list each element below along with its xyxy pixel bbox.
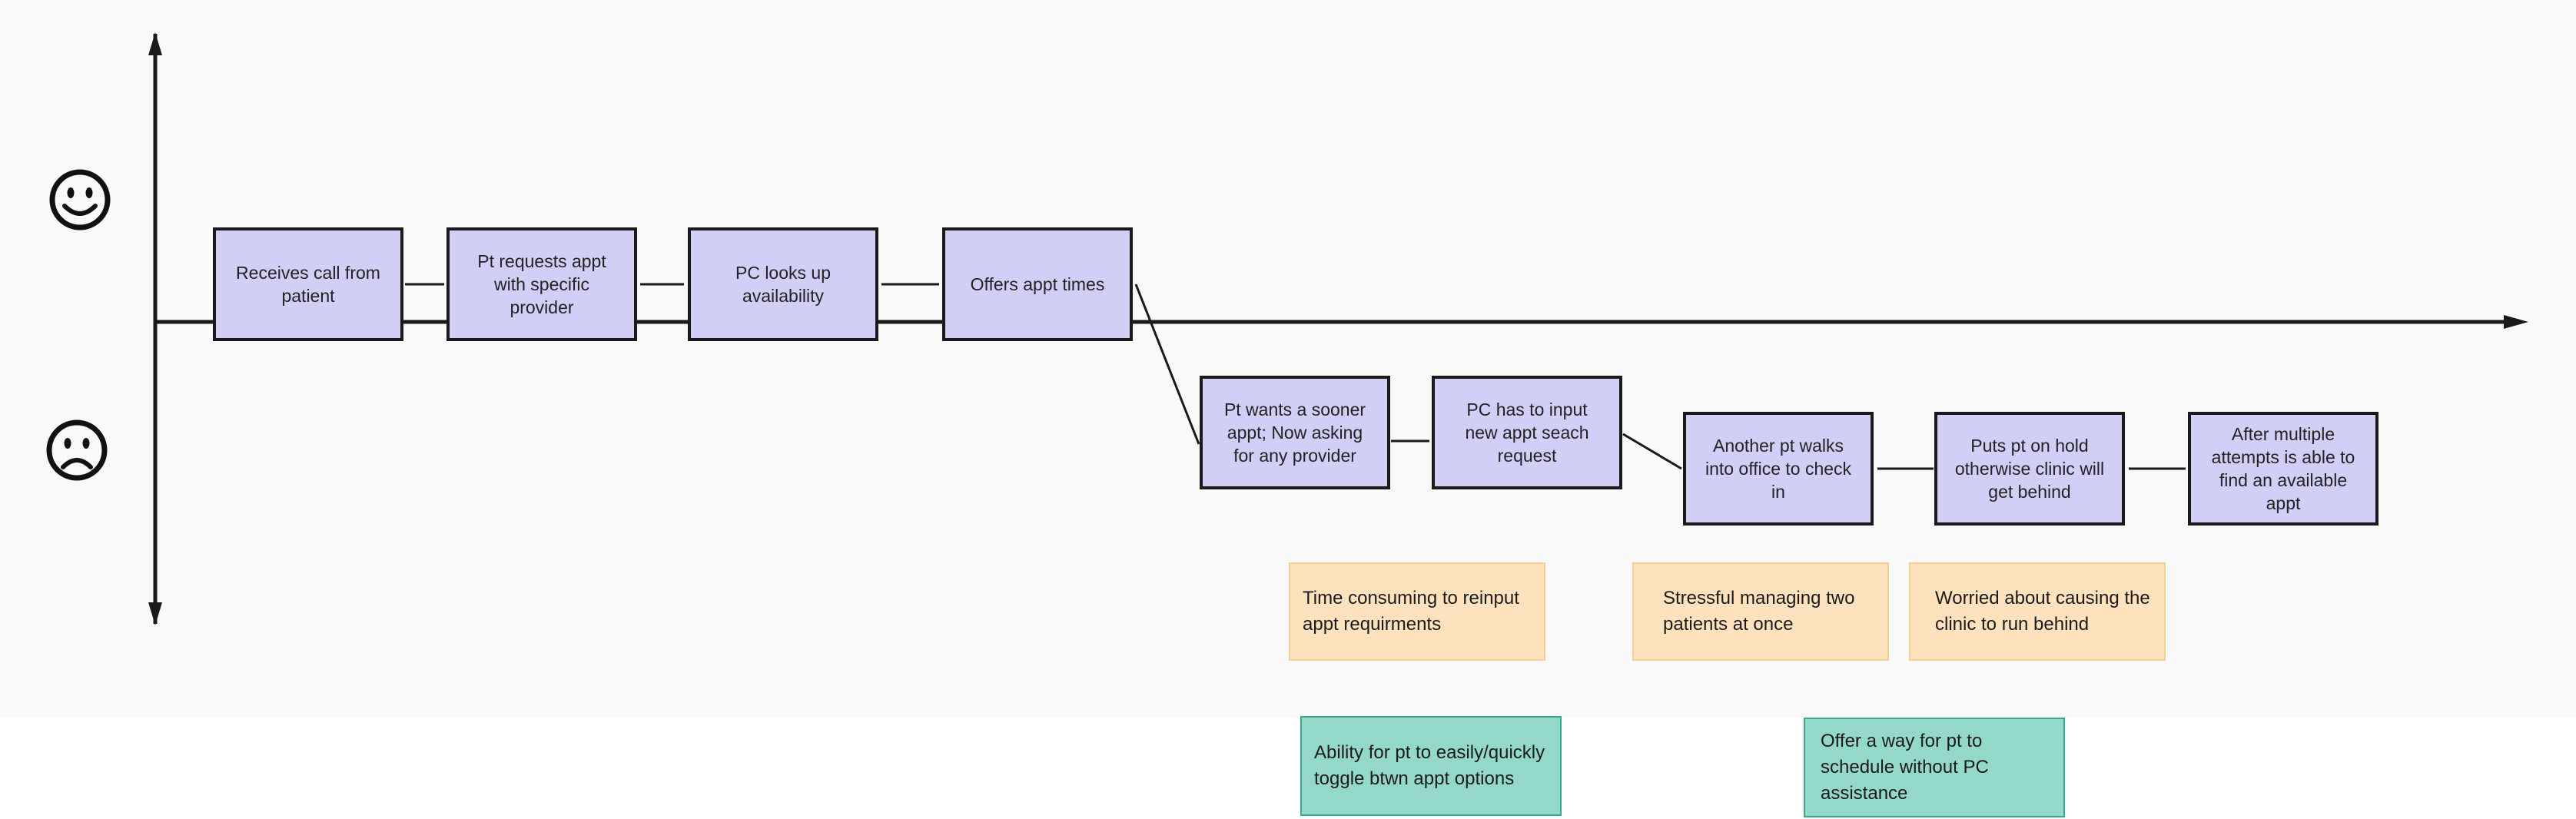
step-label: Pt requests appt with specific provider xyxy=(477,251,606,317)
pain-point-note: Worried about causing the clinic to run … xyxy=(1909,562,2166,661)
step-label: PC looks up availability xyxy=(735,263,831,306)
step-label: Offers appt times xyxy=(970,274,1105,294)
x-axis-arrow xyxy=(2504,315,2528,329)
opportunity-text: Ability for pt to easily/quickly toggle … xyxy=(1314,742,1545,789)
pain-point-note: Stressful managing two patients at once xyxy=(1632,562,1889,661)
step-label: Puts pt on hold otherwise clinic will ge… xyxy=(1954,436,2105,502)
step-label: Receives call from patient xyxy=(236,263,380,306)
step-label: PC has to input new appt seach request xyxy=(1465,400,1589,466)
step-receives-call: Receives call from patient xyxy=(213,227,403,341)
step-pt-requests-appt: Pt requests appt with specific provider xyxy=(446,227,637,341)
opportunity-text: Offer a way for pt to schedule without P… xyxy=(1821,731,1989,804)
step-finds-available-appt: After multiple attempts is able to find … xyxy=(2188,412,2378,526)
y-axis-arrow-down xyxy=(148,602,162,625)
connector-4-5 xyxy=(1134,284,1200,445)
sad-face-icon xyxy=(46,419,108,481)
step-label: Pt wants a sooner appt; Now asking for a… xyxy=(1223,400,1366,466)
step-offers-appt-times: Offers appt times xyxy=(942,227,1133,341)
pain-point-text: Stressful managing two patients at once xyxy=(1663,588,1855,635)
step-label: Another pt walks into office to check in xyxy=(1705,436,1852,502)
step-puts-pt-on-hold: Puts pt on hold otherwise clinic will ge… xyxy=(1934,412,2125,526)
pain-point-note: Time consuming to reinput appt requirmen… xyxy=(1289,562,1545,661)
connector-6-7 xyxy=(1622,433,1682,470)
happy-face-icon xyxy=(49,169,111,230)
y-axis-arrow-up xyxy=(148,32,162,55)
opportunity-note: Ability for pt to easily/quickly toggle … xyxy=(1300,716,1562,816)
step-another-pt-walks-in: Another pt walks into office to check in xyxy=(1683,412,1874,526)
pain-point-text: Worried about causing the clinic to run … xyxy=(1935,588,2150,635)
step-label: After multiple attempts is able to find … xyxy=(2211,424,2355,513)
step-pc-inputs-new-request: PC has to input new appt seach request xyxy=(1432,376,1622,489)
opportunity-note: Offer a way for pt to schedule without P… xyxy=(1804,718,2065,817)
pain-point-text: Time consuming to reinput appt requirmen… xyxy=(1303,588,1519,635)
step-pc-looks-up-availability: PC looks up availability xyxy=(688,227,878,341)
step-pt-wants-sooner-appt: Pt wants a sooner appt; Now asking for a… xyxy=(1200,376,1390,489)
